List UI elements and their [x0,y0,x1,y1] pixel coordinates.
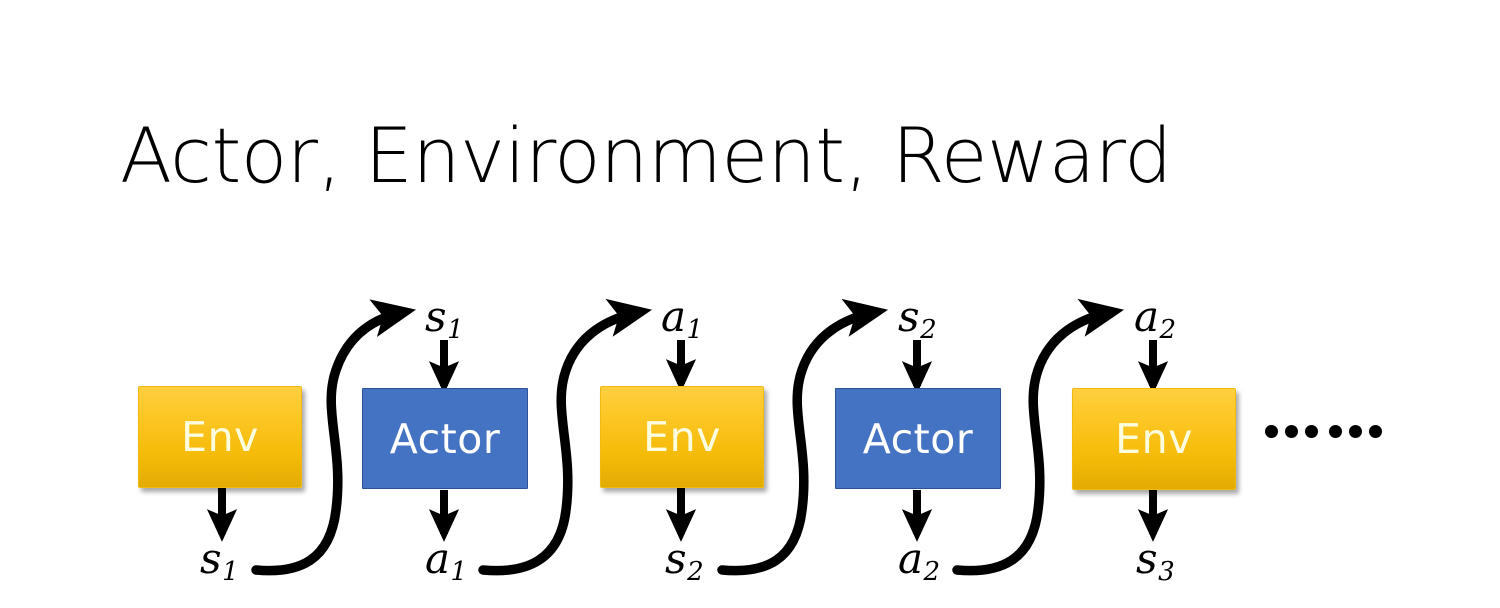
label-top-a1: a1 [661,296,704,346]
label-sub: 2 [1159,315,1177,346]
node-label: Env [1115,415,1193,463]
label-sub: 1 [447,315,464,346]
ellipsis-dot-group-2 [1329,425,1382,438]
ellipsis-dot [1369,425,1382,438]
page-title: Actor, Environment, Reward [120,111,1172,200]
ellipsis-dot [1285,425,1298,438]
label-sub: 2 [923,557,941,588]
label-base: a [661,292,687,341]
label-sub: 1 [686,315,704,346]
label-base: s [898,292,920,341]
label-sub: 2 [920,315,937,346]
node-env-1[interactable]: Env [138,386,302,488]
label-bottom-s1: s1 [200,538,239,588]
arrows-out-of-boxes [206,488,1169,542]
ellipsis-dot [1305,425,1318,438]
node-actor-2[interactable]: Actor [835,388,1001,489]
node-env-2[interactable]: Env [600,386,764,488]
label-base: a [425,534,451,583]
label-top-s1: s1 [425,296,464,346]
label-bottom-s3: s3 [1136,538,1175,588]
label-bottom-s2: s2 [665,538,704,588]
label-base: s [1136,534,1158,583]
label-base: s [425,292,447,341]
node-label: Env [643,413,721,461]
label-sub: 2 [687,557,704,588]
label-base: a [898,534,924,583]
node-label: Env [181,413,259,461]
node-label: Actor [389,414,501,463]
label-bottom-a2: a2 [898,538,941,588]
ellipsis-dot [1329,425,1342,438]
label-sub: 3 [1158,557,1175,588]
label-base: s [665,534,687,583]
arrows-into-boxes [428,340,1169,394]
ellipsis-dot-group-1 [1265,425,1318,438]
ellipsis-dot [1349,425,1362,438]
ellipsis-dot [1265,425,1278,438]
label-base: a [1134,292,1160,341]
label-top-s2: s2 [898,296,937,346]
label-sub: 1 [450,557,468,588]
label-base: s [200,534,222,583]
node-env-3[interactable]: Env [1072,388,1236,490]
label-sub: 1 [222,557,239,588]
node-label: Actor [862,414,974,463]
label-bottom-a1: a1 [425,538,468,588]
node-actor-1[interactable]: Actor [362,388,528,489]
ellipsis-continuation-icon [1265,425,1386,438]
label-top-a2: a2 [1134,296,1177,346]
